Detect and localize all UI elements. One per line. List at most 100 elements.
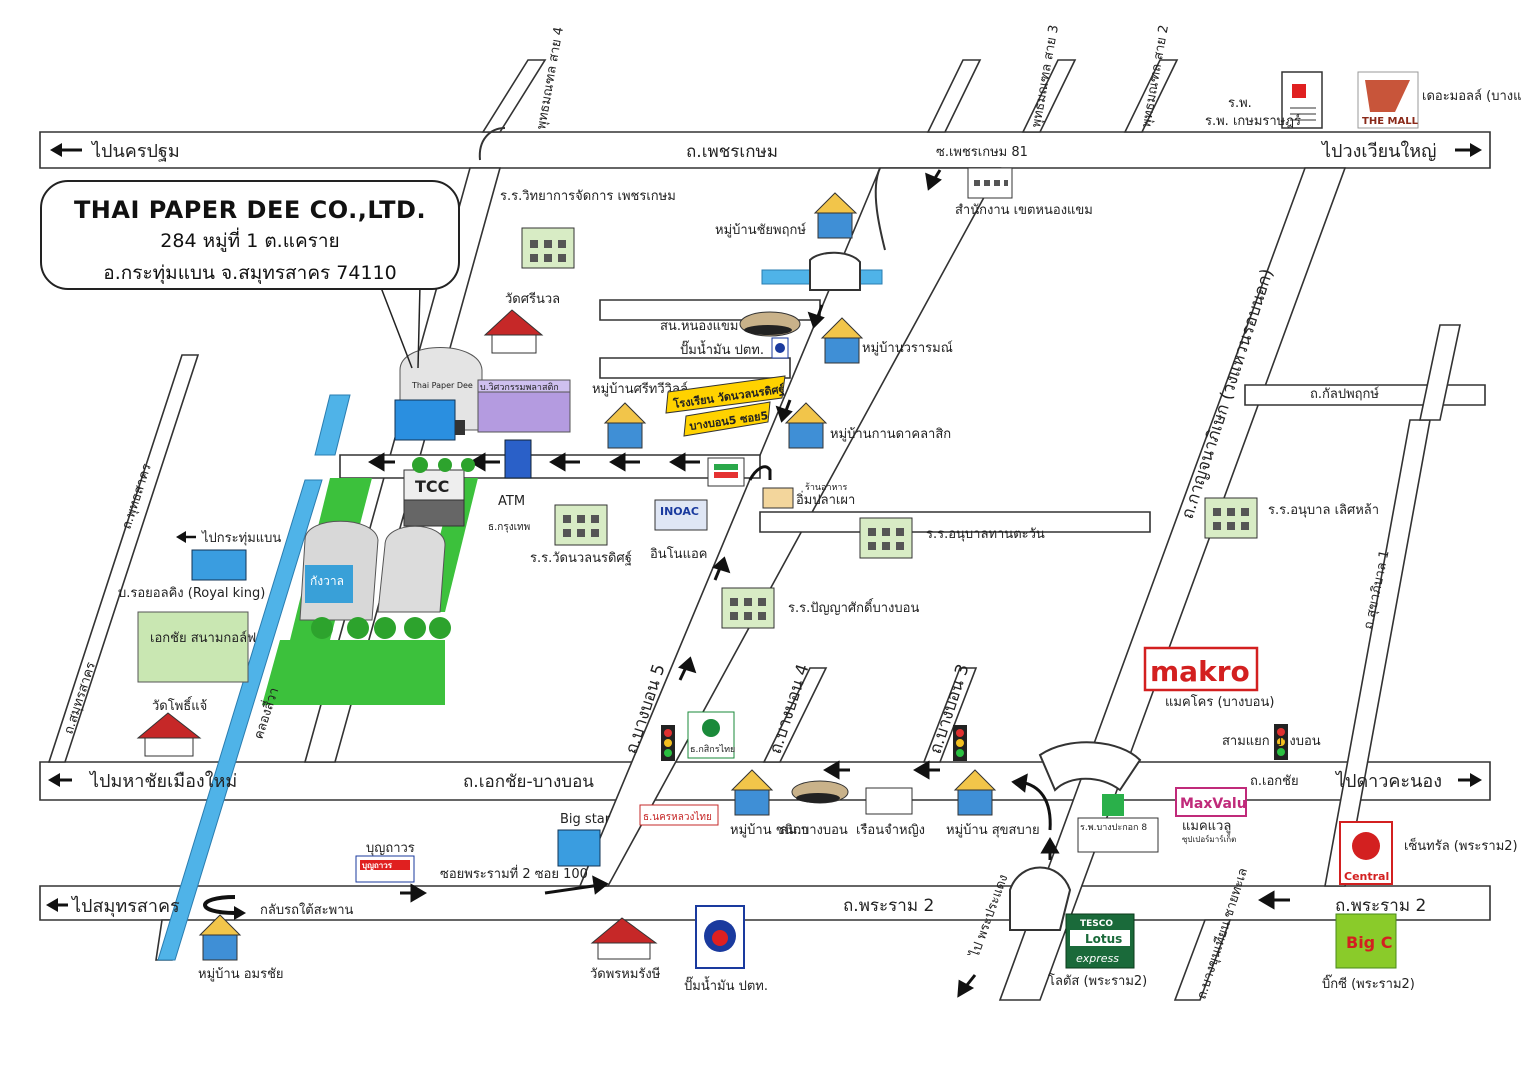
restaurant-prefix: ร้านอาหาร [805, 482, 847, 493]
the-mall-logo-text: THE MALL [1362, 116, 1419, 127]
ptt-small-icon [771, 337, 789, 359]
route-arrows [368, 169, 1290, 998]
direction-samut-sakhon-label: ไปสมุทรสาคร [70, 895, 180, 917]
u-turn-sign: กลับรถใต้สะพาน [203, 895, 354, 920]
school-anuban-thantawan-label: ร.ร.อนุบาลทานตะวัน [926, 527, 1045, 542]
direction-dao-khanong-label: ไปดาวคะนอง [1334, 770, 1442, 792]
ptt-logo [695, 905, 745, 969]
road-phetkasem: ถ.เพชรเกษม [686, 142, 778, 162]
house-icon [820, 317, 864, 364]
restaurant-label: อิ่มปลาเผา [796, 491, 855, 508]
direction-mahachai-label: ไปมหาชัยเมืองใหม่ [88, 770, 237, 792]
school-panya-label: ร.ร.ปัญญาศักดิ์บางบอน [788, 598, 919, 616]
kasikorn-logo: ธ.กสิกรไทย [687, 711, 735, 759]
direction-krathum-baen-label: ไปกระทุ่มแบน [201, 530, 281, 546]
the-mall-label: เดอะมอลล์ (บางแค) [1422, 88, 1522, 104]
road-ekkachai: ถ.เอกชัย [1250, 774, 1299, 789]
district-office-icon [967, 167, 1013, 199]
thai-paper-dee-building-label: Thai Paper Dee [411, 381, 473, 390]
village-chaiyaphruek-label: หมู่บ้านชัยพฤกษ์ [715, 222, 806, 238]
big-star-label: Big star [560, 812, 611, 827]
factory-area: Thai Paper Dee บ.วิศวกรรมพลาสติก TCC กัง… [299, 284, 571, 639]
road-kanlapaphruek: ถ.กัลปพฤกษ์ [1310, 386, 1379, 402]
road-rama2-right: ถ.พระราม 2 [1335, 896, 1426, 916]
inoac-label: อินโนแอค [650, 546, 708, 562]
company-address-line2: อ.กระทุ่มแบน จ.สมุทรสาคร 74110 [103, 262, 397, 284]
seven-eleven-icon [707, 457, 745, 487]
makro-logo-text: makro [1150, 655, 1250, 688]
tesco-lotus-logo: TESCO Lotus express [1065, 913, 1135, 969]
direction-nakhon-pathom-label: ไปนครปฐม [90, 140, 180, 162]
maxvalu-logo-text: MaxValu [1180, 796, 1247, 812]
wisawa-plastic-label: บ.วิศวกรรมพลาสติก [480, 382, 559, 393]
house-icon [813, 192, 858, 239]
direction-wongwian-yai: ไปวงเวียนใหญ่ [1320, 140, 1482, 162]
krungthai-logo: ธ.นครหลวงไทย [639, 804, 719, 826]
atm-icon [504, 439, 532, 479]
lotus-label: โลตัส (พระราม2) [1048, 973, 1147, 989]
inoac-logo-text: INOAC [660, 505, 699, 518]
samyaek-bangbon-label: สามแยก บางบอน [1222, 734, 1321, 749]
company-address-line1: 284 หมู่ที่ 1 ต.แคราย [160, 230, 340, 252]
temple-icon [483, 309, 544, 354]
wat-phosaechae-label: วัดโพธิ์แจ้ [152, 696, 207, 714]
hospital-bangpakok-icon: ร.พ.บางปะกอก 8 [1077, 794, 1159, 853]
village-chanika-label: หมู่บ้าน ชนิกา [730, 823, 809, 838]
makro-label: แมคโคร (บางบอน) [1165, 694, 1274, 710]
police-hat-icon [791, 780, 849, 804]
hospital-label-1: ร.พ. [1228, 96, 1252, 111]
central-label: เซ็นทรัล (พระราม2) [1404, 836, 1518, 854]
hospital-bangpakok-label: ร.พ.บางปะกอก 8 [1080, 823, 1147, 833]
road-ekkachai-bangbon: ถ.เอกชัย-บางบอน [463, 772, 594, 792]
central-logo: Central [1339, 821, 1393, 885]
u-turn-label: กลับรถใต้สะพาน [260, 902, 354, 918]
kangwal-building: กังวาล [299, 520, 446, 621]
road-phetkasem-81: ซ.เพชรเกษม 81 [936, 145, 1028, 160]
temple-icon [590, 917, 658, 960]
maxvalu-label: แมคแวลู [1182, 819, 1231, 834]
village-amornchai-label: หมู่บ้าน อมรชัย [198, 967, 284, 982]
house-icon [953, 769, 997, 816]
police-hat-icon [739, 311, 801, 337]
tesco-logo-text: TESCO [1080, 919, 1113, 929]
express-logo-text: express [1076, 952, 1119, 965]
road-network [39, 59, 1491, 1001]
direction-wongwian-yai-label: ไปวงเวียนใหญ่ [1320, 140, 1436, 162]
bigc-logo: Big C [1335, 913, 1397, 969]
overpasses [478, 127, 1142, 931]
house-icon [730, 769, 774, 816]
wisawa-plastic-building: บ.วิศวกรรมพลาสติก [477, 379, 571, 433]
wat-srinuan-label: วัดศรีนวล [505, 291, 560, 307]
boonthavorn-logo: บุญถาวร [355, 855, 415, 883]
village-srithawee-label: หมู่บ้านศรีทวีวิลล์ [592, 381, 688, 397]
krungthai-label: ธ.นครหลวงไทย [643, 811, 712, 823]
maxvalu-sub: ซุปเปอร์มาร์เก็ต [1182, 834, 1236, 844]
village-kan-label: หมู่บ้านกานดาคลาสิก [830, 427, 951, 442]
hospital-icon [1281, 71, 1323, 129]
company-callout: THAI PAPER DEE CO.,LTD. 284 หมู่ที่ 1 ต.… [40, 180, 460, 290]
kangwal-label: กังวาล [310, 574, 344, 588]
big-star-building [557, 829, 601, 867]
wat-phrom-label: วัดพรหมรังษี [590, 966, 661, 982]
trees [311, 457, 475, 639]
kasikorn-label: ธ.กสิกรไทย [690, 744, 735, 755]
school-icon [859, 517, 913, 559]
prison-icon [865, 787, 913, 815]
village-waraporn-label: หมู่บ้านวรารมณ์ [862, 340, 953, 356]
royal-king-building [191, 549, 247, 581]
company-name: THAI PAPER DEE CO.,LTD. [73, 196, 427, 224]
police-bangbon-label: สน.บางบอน [780, 823, 848, 838]
ptt-top-label: ปั๊มน้ำมัน ปตท. [680, 340, 764, 358]
school-icon [521, 227, 575, 269]
tcc-building: TCC [403, 469, 465, 527]
lotus-logo-text: Lotus [1085, 932, 1122, 946]
makro-logo: makro [1143, 646, 1259, 692]
road-phuttha4: พุทธมณฑล สาย 4 [534, 26, 567, 131]
bangkok-bank-label: ธ.กรุงเทพ [488, 522, 530, 533]
boonthavorn-logo-text: บุญถาวร [362, 861, 393, 871]
women-prison-label: เรือนจำหญิง [856, 822, 925, 838]
direction-krathum-baen: ไปกระทุ่มแบน [176, 530, 281, 546]
school-icon [721, 587, 775, 629]
police-nongkhaem-label: สน.หนองแขม [660, 319, 738, 334]
